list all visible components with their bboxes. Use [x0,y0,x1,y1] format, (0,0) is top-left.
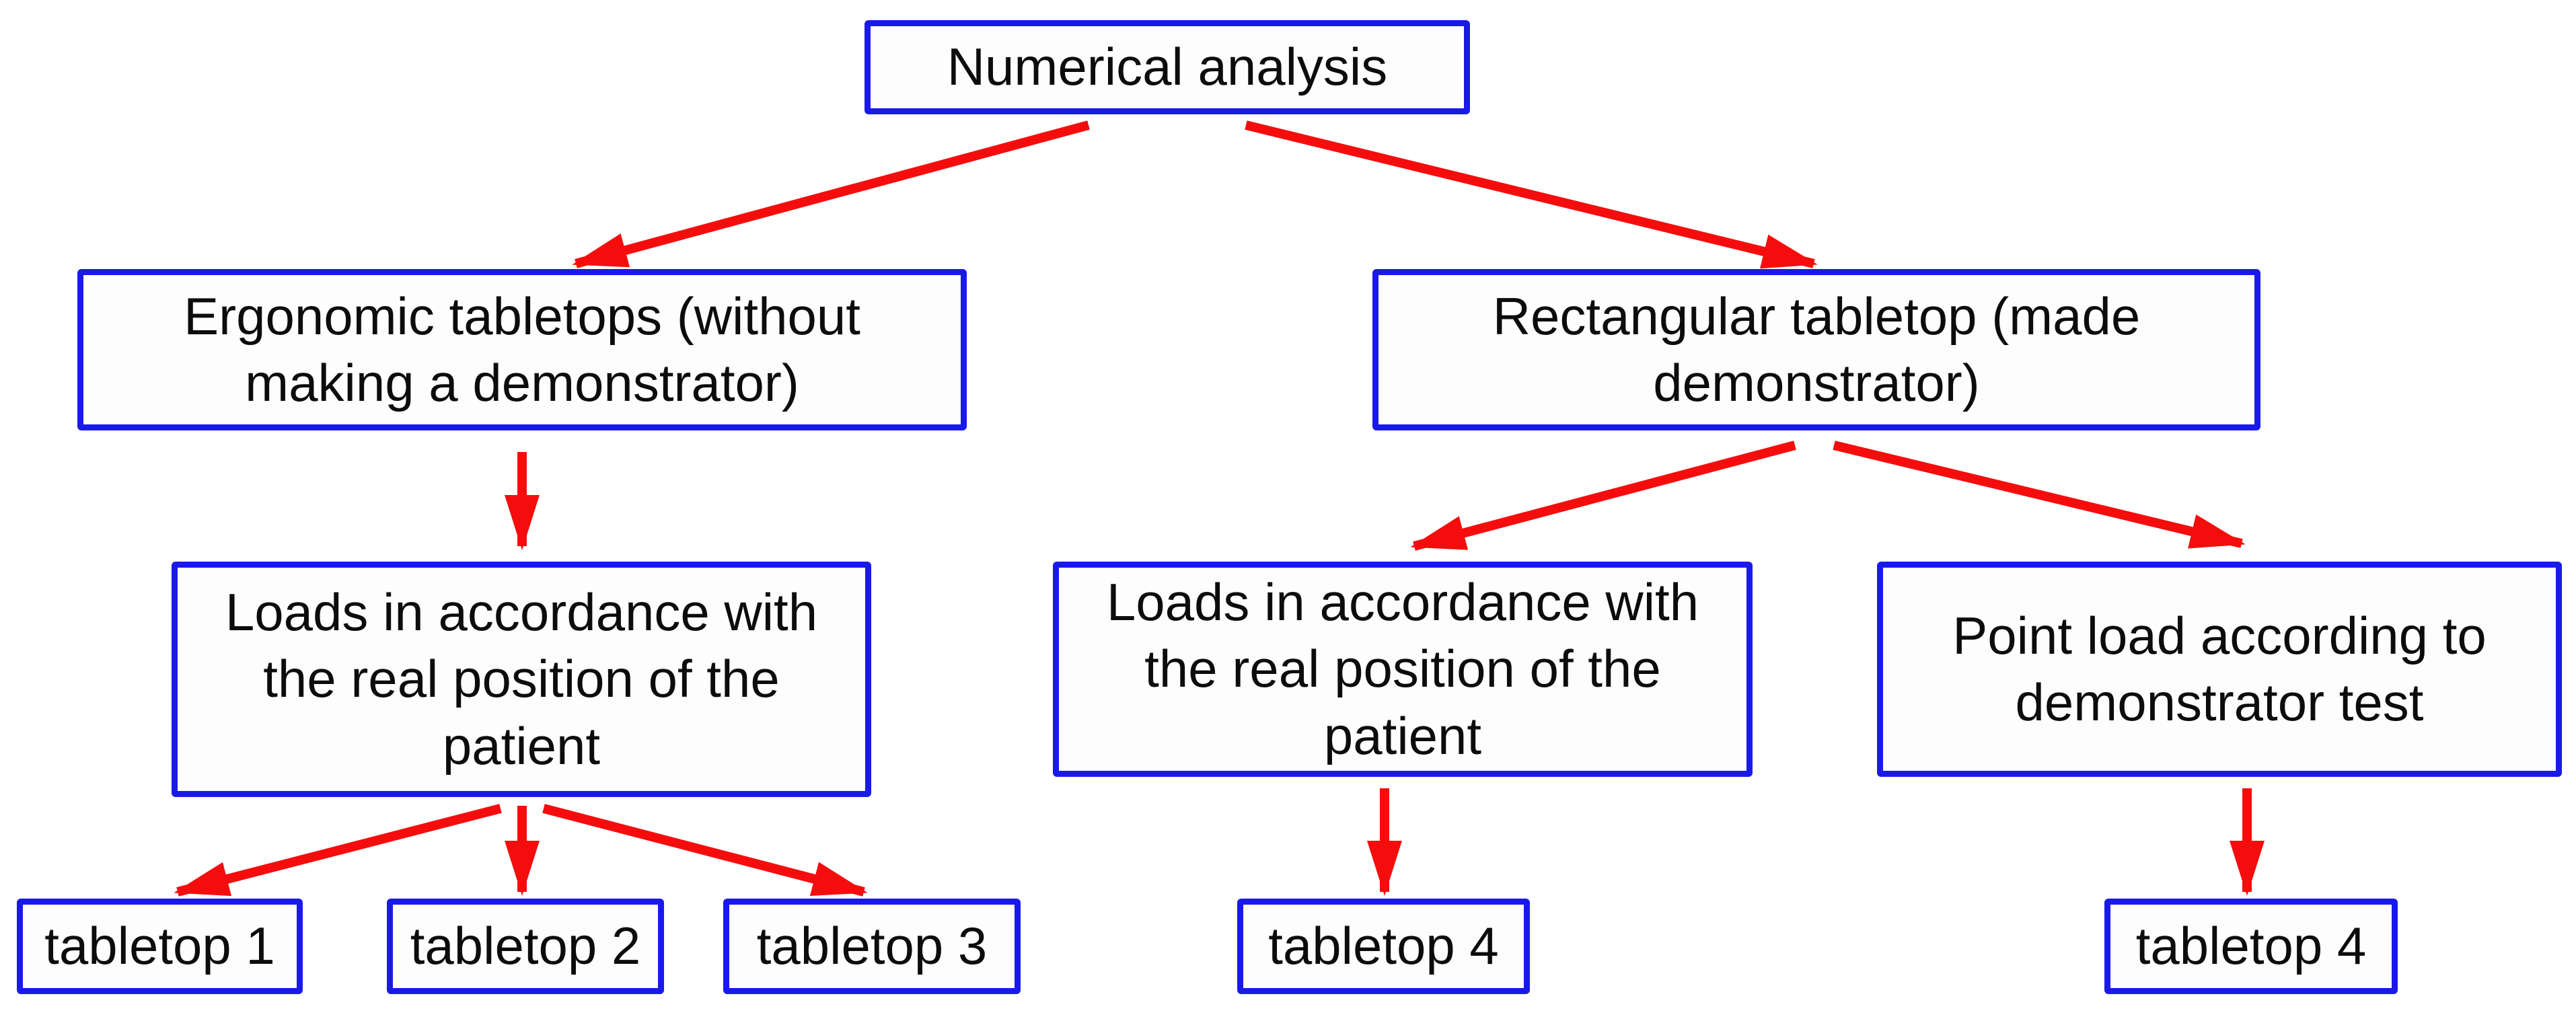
node-tabletop-4-right-label: tabletop 4 [2135,916,2367,976]
node-ergonomic-tabletops: Ergonomic tabletops (without making a de… [77,269,967,430]
node-loads-real-position-center-label: Loads in accordance with the real positi… [1106,572,1699,765]
node-tabletop-1: tabletop 1 [17,899,303,994]
node-loads-real-position-left: Loads in accordance with the real positi… [172,562,871,797]
node-ergonomic-tabletops-label: Ergonomic tabletops (without making a de… [184,286,860,412]
node-tabletop-4-left-label: tabletop 4 [1268,916,1499,976]
node-tabletop-4-left: tabletop 4 [1237,899,1530,994]
node-tabletop-1-label: tabletop 1 [44,916,275,976]
edge-loads-left-to-tabletop-3 [542,804,868,897]
node-tabletop-3-label: tabletop 3 [756,916,988,976]
node-point-load-demonstrator-test: Point load according to demonstrator tes… [1877,562,2562,777]
edge-root-to-rectangular [1245,120,1818,269]
node-loads-real-position-left-label: Loads in accordance with the real positi… [225,582,818,776]
node-tabletop-4-right: tabletop 4 [2104,899,2398,994]
node-tabletop-3: tabletop 3 [723,899,1021,994]
edge-rectangular-to-loads-center [1410,441,1796,551]
node-numerical-analysis: Numerical analysis [864,20,1470,114]
node-tabletop-2: tabletop 2 [387,899,664,994]
edge-loads-left-to-tabletop-1 [174,804,502,897]
edge-root-to-ergonomic [572,120,1090,268]
node-loads-real-position-center: Loads in accordance with the real positi… [1053,562,1753,777]
node-tabletop-2-label: tabletop 2 [410,916,641,976]
node-point-load-demonstrator-test-label: Point load according to demonstrator tes… [1952,605,2487,732]
edge-rectangular-to-point-load [1833,441,2246,549]
node-rectangular-tabletop: Rectangular tabletop (made demonstrator) [1372,269,2260,430]
node-numerical-analysis-label: Numerical analysis [947,37,1388,97]
node-rectangular-tabletop-label: Rectangular tabletop (made demonstrator) [1492,286,2141,412]
